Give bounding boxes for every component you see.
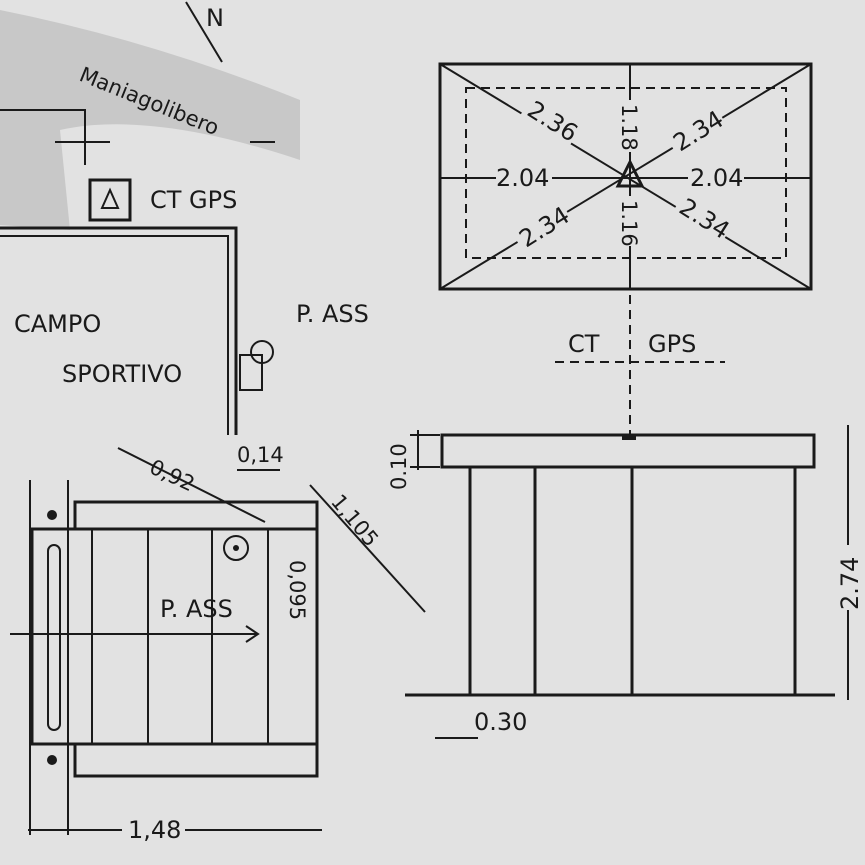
wall-line-inner: [0, 235, 229, 435]
field-label-2: SPORTIVO: [62, 360, 182, 388]
vegetation-area: [0, 10, 300, 230]
dist-bottom: 1.16: [617, 200, 641, 247]
dim-014: 0,14: [237, 443, 284, 467]
passage-label: P. ASS: [160, 595, 233, 623]
north-label: N: [206, 4, 224, 32]
dim-148: 1,48: [128, 816, 181, 844]
elevation-view: CT GPS 0.10 2.74 0.30: [387, 295, 864, 739]
dist-top: 1.18: [617, 104, 641, 151]
triangle-icon: [100, 187, 120, 209]
dim-030: 0.30: [474, 708, 527, 736]
station-circle-icon: [223, 535, 249, 561]
passage-label: P. ASS: [296, 300, 369, 328]
dist-right: 2.04: [690, 164, 743, 192]
dim-0095: 0,095: [285, 560, 309, 620]
dist-top-right: 2.34: [668, 105, 728, 157]
north-arrow-icon: [185, 1, 223, 63]
dim-1105: 1,105: [326, 490, 383, 551]
ct-label: CT: [568, 330, 600, 358]
dist-bottom-left: 2.34: [514, 201, 574, 253]
triangle-icon: [615, 158, 645, 188]
station-label: CT GPS: [150, 186, 237, 214]
detail-plan: 0,92 0,14 1,105 0,095 P. ASS 1,48: [10, 443, 426, 844]
wall-line: [0, 226, 238, 435]
location-map: N Maniagolibero CT GPS CAMPO SPORTIVO P.…: [0, 1, 369, 435]
dim-010: 0.10: [387, 443, 411, 490]
field-label-1: CAMPO: [14, 310, 101, 338]
dim-092: 0,92: [146, 455, 199, 497]
gps-label: GPS: [648, 330, 696, 358]
top-view: 2.36 2.34 2.04 2.04 1.18 1.16 2.34 2.34: [438, 62, 813, 291]
gate: [239, 354, 263, 391]
dim-274: 2.74: [836, 557, 864, 610]
station-marker: [88, 178, 132, 222]
dist-left: 2.04: [496, 164, 549, 192]
road-edge: [0, 109, 86, 165]
